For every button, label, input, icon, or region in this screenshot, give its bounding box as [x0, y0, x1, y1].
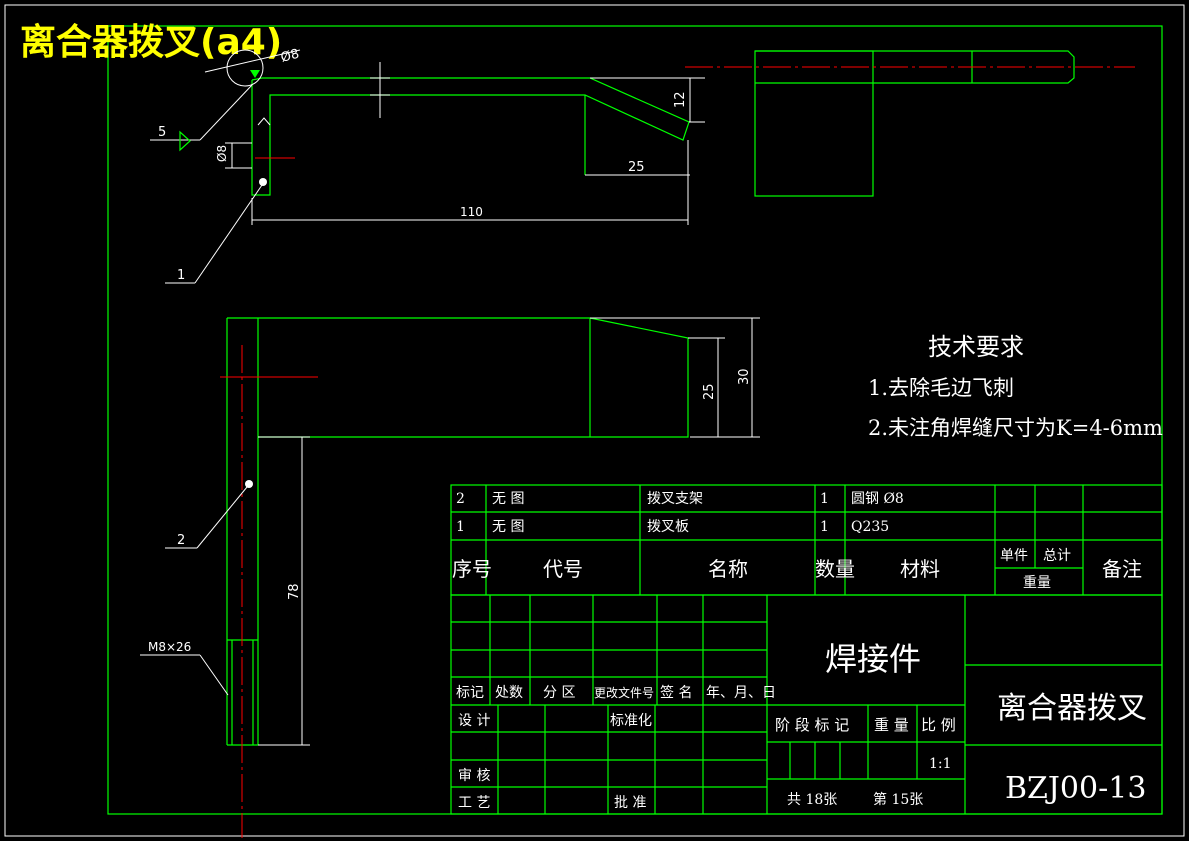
- dim-d8-side: Ø8: [215, 145, 229, 162]
- top-view: Ø8 5 Ø8 1 12 25 110: [150, 47, 705, 284]
- bom-header-total: 总计: [1043, 548, 1071, 564]
- bom-header-code: 代号: [543, 557, 583, 581]
- tb-scale: 比 例: [921, 716, 956, 734]
- tb-check: 审 核: [458, 768, 490, 784]
- bom-row2-qty: 1: [820, 491, 829, 507]
- bom-row2-name: 拨叉支架: [647, 491, 703, 507]
- bom-header-material: 材料: [900, 557, 940, 581]
- tb-approve: 批 准: [614, 795, 646, 811]
- balloon-2: 2: [177, 533, 185, 548]
- tb-part-name: 离合器拨叉: [997, 691, 1147, 726]
- tb-count: 处数: [495, 685, 523, 701]
- dim-110: 110: [460, 205, 483, 219]
- bom-header-name: 名称: [708, 557, 748, 581]
- dim-25-top: 25: [628, 160, 645, 175]
- drawing-title: 离合器拨叉(a4): [20, 22, 282, 63]
- bom-row2-material: 圆钢 Ø8: [851, 491, 904, 507]
- tech-line-2: 2.未注角焊缝尺寸为K=4-6mm: [868, 416, 1163, 440]
- tb-process: 工 艺: [458, 795, 490, 811]
- title-block: 标记 处数 分 区 更改文件号 签 名 年、月、日 设 计 标准化 审 核 工 …: [450, 594, 1163, 815]
- tb-mark: 标记: [456, 685, 484, 701]
- tb-doc: 更改文件号: [594, 685, 654, 700]
- tb-design: 设 计: [458, 713, 490, 729]
- tech-heading: 技术要求: [928, 333, 1024, 361]
- bom-row1-qty: 1: [820, 519, 829, 535]
- dim-78: 78: [287, 583, 302, 600]
- side-view: [685, 50, 1135, 197]
- bom-row1-material: Q235: [851, 519, 889, 535]
- dim-25-front: 25: [702, 383, 717, 400]
- bom-table: 2 无 图 拨叉支架 1 圆钢 Ø8 1 无 图 拨叉板 1 Q235 序号 代…: [450, 484, 1163, 596]
- tech-requirements: 技术要求 1.去除毛边飞刺 2.未注角焊缝尺寸为K=4-6mm: [868, 333, 1163, 440]
- tb-sign: 签 名: [660, 684, 692, 701]
- tb-sheet-no: 第 15张: [873, 791, 923, 808]
- tech-line-1: 1.去除毛边飞刺: [868, 376, 1014, 400]
- bom-header-unit: 单件: [1000, 548, 1028, 564]
- bom-row2-code: 无 图: [492, 491, 524, 507]
- bom-header-qty: 数量: [815, 557, 855, 581]
- tb-stage: 阶 段 标 记: [775, 716, 849, 734]
- bom-row1-name: 拨叉板: [647, 519, 689, 535]
- tb-zone: 分 区: [543, 685, 575, 701]
- balloon-1: 1: [177, 268, 185, 283]
- bom-row1-code: 无 图: [492, 519, 524, 535]
- bom-row2-no: 2: [456, 491, 465, 507]
- bom-header-no: 序号: [452, 557, 492, 581]
- dim-30: 30: [737, 368, 752, 385]
- thread-callout: M8×26: [148, 640, 191, 654]
- tb-weight: 重 量: [874, 716, 909, 734]
- bom-header-remark: 备注: [1102, 557, 1142, 581]
- tb-scale-value: 1:1: [929, 756, 952, 772]
- bom-header-weight: 重量: [1023, 575, 1051, 591]
- dim-12: 12: [673, 91, 688, 108]
- bom-row1-no: 1: [456, 519, 465, 535]
- tb-std: 标准化: [610, 713, 652, 729]
- outer-frame: [4, 4, 1185, 837]
- dim-d8-top: Ø8: [279, 47, 301, 66]
- front-view: 25 30 78 2 M8×26: [140, 317, 760, 838]
- tb-part-type: 焊接件: [825, 640, 921, 678]
- balloon-5: 5: [158, 125, 166, 140]
- tb-drawing-no: BZJ00-13: [1005, 771, 1146, 806]
- tb-sheets-total: 共 18张: [787, 792, 837, 808]
- tb-date: 年、月、日: [706, 685, 776, 701]
